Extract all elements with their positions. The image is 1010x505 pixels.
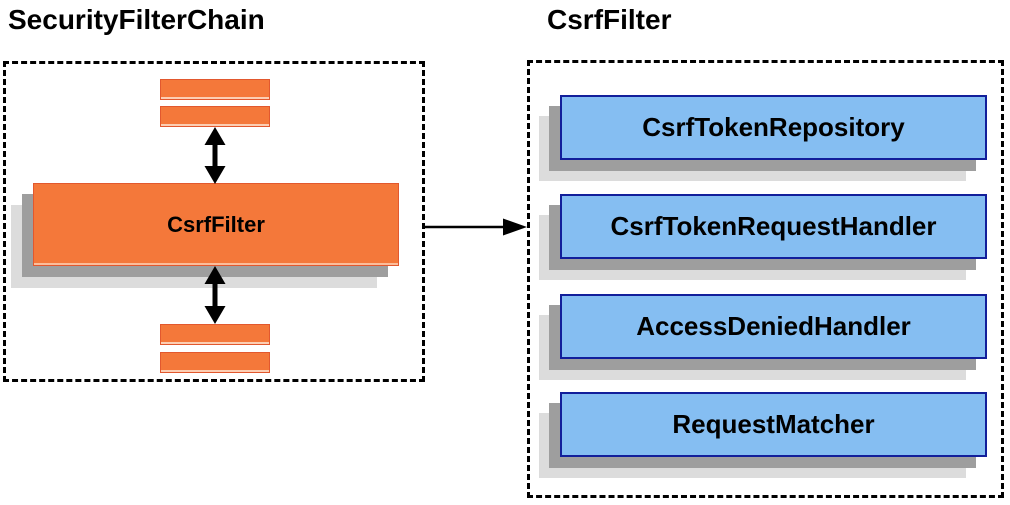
filter-placeholder-bar xyxy=(160,79,270,100)
component-box-csrf-token-request-handler: CsrfTokenRequestHandler xyxy=(560,194,987,259)
csrf-filter-container xyxy=(527,60,1004,498)
component-box-access-denied-handler: AccessDeniedHandler xyxy=(560,294,987,359)
flow-arrow-icon xyxy=(424,216,527,238)
component-box-csrf-token-repository: CsrfTokenRepository xyxy=(560,95,987,160)
bidirectional-arrow-icon xyxy=(202,127,228,184)
bidirectional-arrow-icon xyxy=(202,266,228,324)
filter-placeholder-bar xyxy=(160,352,270,373)
csrf-filter-title: CsrfFilter xyxy=(547,4,672,35)
csrf-filter-box: CsrfFilter xyxy=(33,183,399,266)
security-filter-chain-title: SecurityFilterChain xyxy=(8,4,265,35)
filter-placeholder-bar xyxy=(160,106,270,127)
component-box-request-matcher: RequestMatcher xyxy=(560,392,987,457)
security-filter-chain-container xyxy=(3,61,425,382)
filter-placeholder-bar xyxy=(160,324,270,345)
